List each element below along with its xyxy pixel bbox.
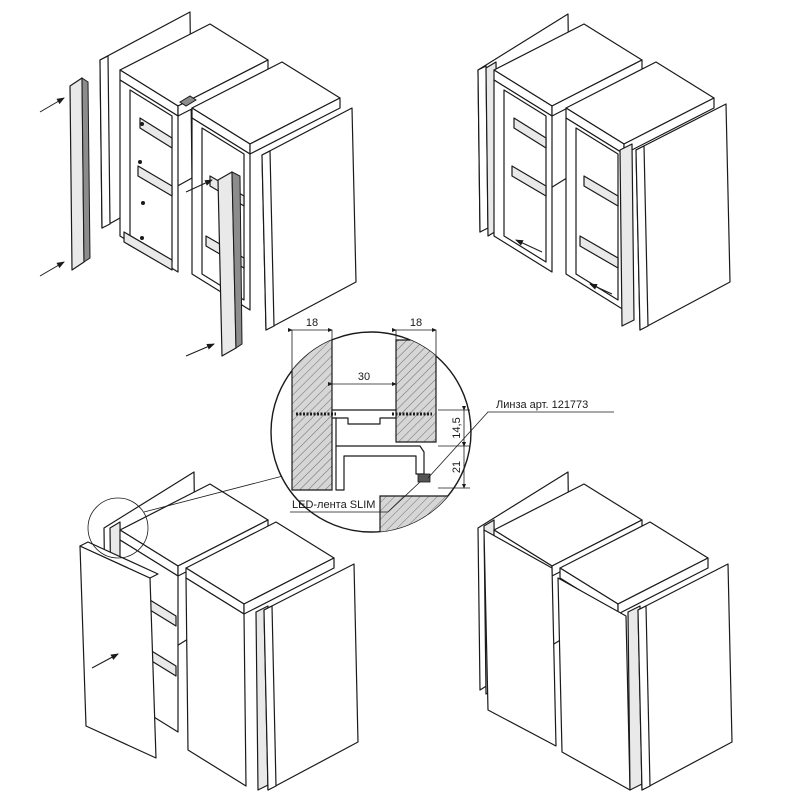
dim-left-label: 18	[306, 317, 318, 329]
profile-cross-section-detail: 18 18 30 14,5 21 Линза арт. 121773 LED-л…	[270, 317, 614, 533]
dim-vertical-bottom-label: 21	[451, 461, 463, 473]
step-2-profiles-inserted	[477, 13, 731, 331]
dim-vertical-top-label: 14,5	[451, 417, 463, 438]
led-label: LED-лента SLIM	[292, 499, 375, 511]
lens-label: Линза арт. 121773	[496, 399, 588, 411]
step-1-exploded-cabinets	[39, 11, 357, 357]
step-4-assembled-cabinets	[477, 471, 733, 791]
dim-right-label: 18	[410, 317, 422, 329]
dim-gap-label: 30	[358, 371, 370, 383]
step-3-door-mounting	[79, 469, 359, 791]
